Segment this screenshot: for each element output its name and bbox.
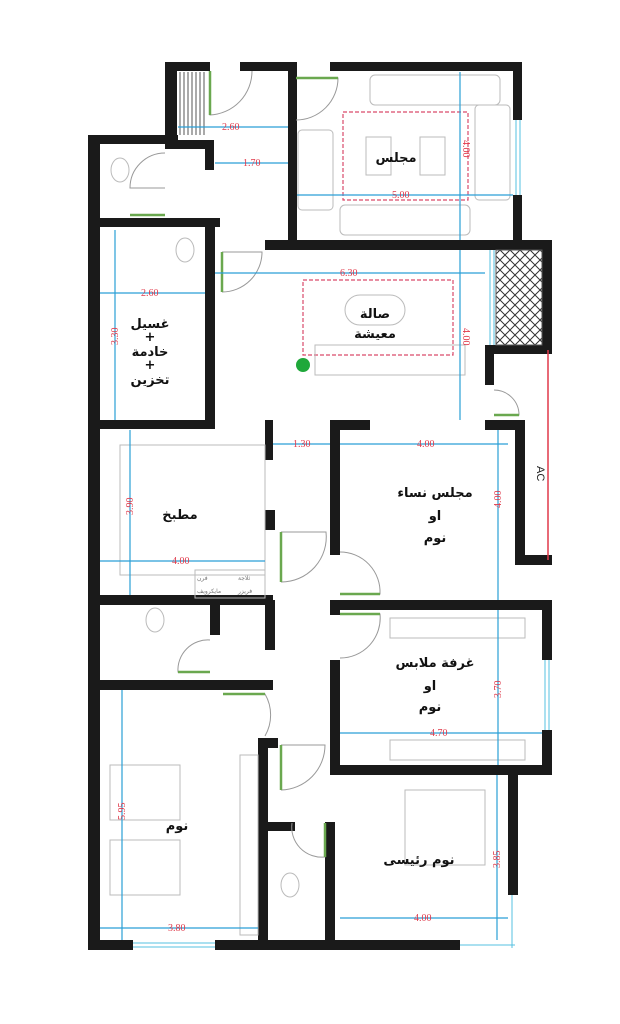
room-living-line1: صالة (360, 307, 390, 322)
plus-sign: + (145, 358, 156, 373)
dim-dressing-width: 4.70 (430, 728, 448, 739)
fridge-label: ثلاجة (238, 575, 251, 582)
dim-laundry-width: 2.60 (141, 288, 159, 299)
dim-master-width: 4.00 (414, 913, 432, 924)
kitchen-appliances: فرن مايكرويف ثلاجة فريزر (194, 569, 266, 599)
dim-living-width: 6.30 (340, 268, 358, 279)
doors[interactable] (129, 70, 520, 858)
microwave-label: مايكرويف (197, 588, 221, 595)
dim-majlis-depth: 4.00 (460, 140, 471, 158)
room-bedroom: نوم (166, 819, 189, 834)
dim-entry-width: 2.60 (222, 122, 240, 133)
room-majlis: مجلس (375, 151, 416, 166)
stairs (179, 72, 205, 135)
plant-icon (296, 358, 310, 372)
dim-kitchen-depth: 3.90 (125, 498, 136, 516)
room-laundry-line2: خادمة (132, 345, 169, 360)
walls (88, 62, 552, 950)
dim-living-depth: 4.00 (460, 328, 471, 346)
dim-bedroom-depth: 5.95 (117, 803, 128, 821)
dim-women-width: 4.00 (417, 439, 435, 450)
oven-label: فرن (197, 575, 208, 582)
freezer-label: فريزر (237, 588, 252, 595)
room-living-line2: معيشة (354, 327, 396, 342)
room-labels: مجلس صالة معيشة غسيل + خادمة + تخزين مطب… (130, 151, 474, 868)
room-master-bedroom: نوم رئيسى (383, 853, 454, 868)
room-women-line3: نوم (424, 531, 447, 546)
dimension-labels: 2.60 1.70 5.00 4.00 6.30 4.00 2.60 3.30 … (110, 122, 504, 934)
ac-unit-area: AC (495, 249, 549, 560)
dim-dressing-depth: 3.70 (493, 681, 504, 699)
dim-bedroom-width: 3.80 (168, 923, 186, 934)
furniture (109, 74, 526, 936)
room-women-line2: او (428, 509, 442, 524)
dimension-lines (100, 72, 542, 940)
room-kitchen: مطبخ (162, 508, 197, 523)
room-dressing-line3: نوم (419, 700, 442, 715)
room-dressing-line2: او (423, 679, 437, 694)
room-laundry-line1: غسيل (130, 317, 169, 332)
dim-corridor-width: 1.70 (243, 158, 261, 169)
room-women-line1: مجلس نساء (397, 486, 472, 501)
windows (133, 120, 550, 948)
dim-hall-width: 1.30 (293, 439, 311, 450)
dim-majlis-width: 5.00 (392, 190, 410, 201)
dim-laundry-depth: 3.30 (110, 328, 121, 346)
dim-master-depth: 3.85 (492, 851, 503, 869)
plus-sign: + (145, 330, 156, 345)
ac-label: AC (534, 466, 546, 481)
room-dressing-line1: غرفة ملابس (395, 656, 474, 671)
dim-women-depth: 4.00 (493, 491, 504, 509)
room-laundry-line3: تخزين (131, 373, 170, 388)
dim-kitchen-width: 4.00 (172, 556, 190, 567)
